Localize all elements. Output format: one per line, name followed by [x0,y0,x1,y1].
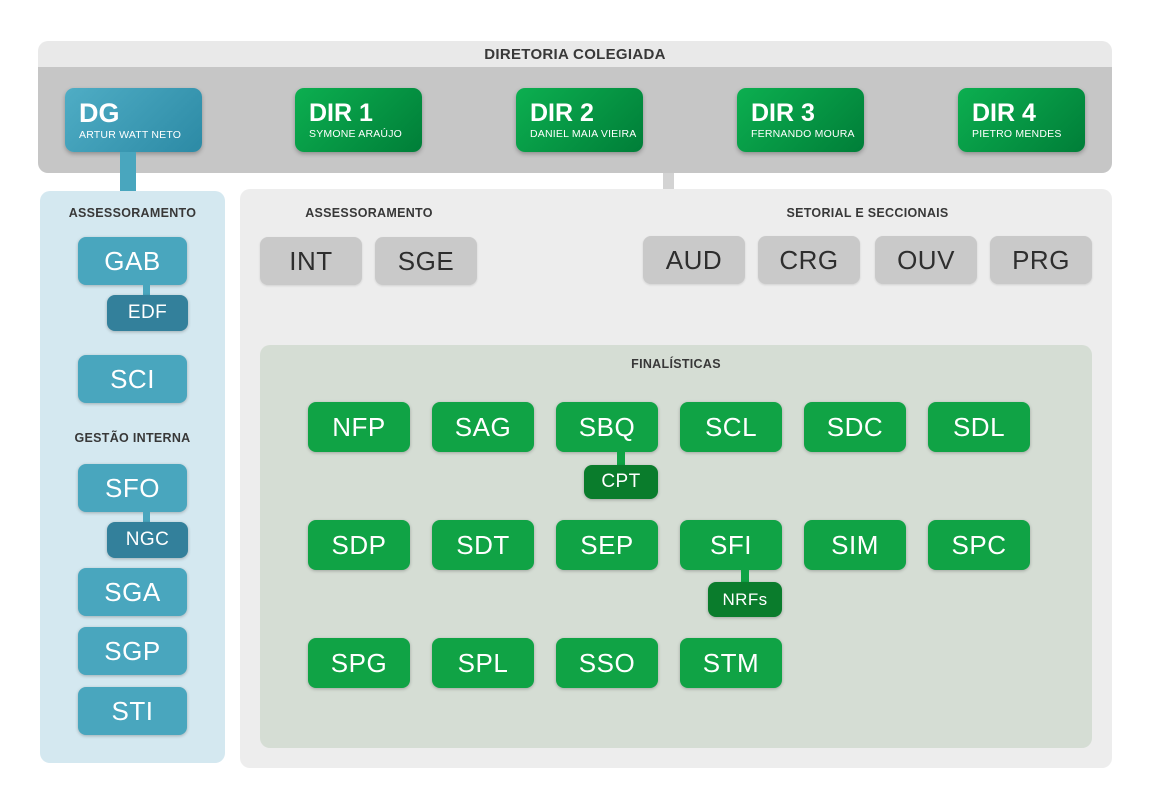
node-prg: PRG [990,236,1092,284]
node-int: INT [260,237,362,285]
node-sdp: SDP [308,520,410,570]
finalisticas-label: FINALÍSTICAS [631,357,721,371]
node-scl: SCL [680,402,782,452]
node-dir1-code: DIR 1 [309,98,373,127]
node-gab: GAB [78,237,187,285]
node-dir1: DIR 1 SYMONE ARAÚJO [295,88,422,152]
node-dir3-name: FERNANDO MOURA [751,128,855,141]
node-sim: SIM [804,520,906,570]
node-crg: CRG [758,236,860,284]
node-sfo: SFO [78,464,187,512]
node-dg-code: DG [79,97,120,128]
dg-column: ASSESSORAMENTO GAB EDF SCI GESTÃO INTERN… [40,191,225,763]
gestao-interna-label: GESTÃO INTERNA [74,431,191,445]
node-sdc: SDC [804,402,906,452]
node-ouv: OUV [875,236,977,284]
node-sep: SEP [556,520,658,570]
node-dir3-code: DIR 3 [751,98,815,127]
node-aud: AUD [643,236,745,284]
node-sbq: SBQ [556,402,658,452]
panel-assessoramento-label: ASSESSORAMENTO [305,206,433,220]
connector-gab-edf [143,285,150,297]
node-dir2-code: DIR 2 [530,98,594,127]
board-title: DIRETORIA COLEGIADA [38,41,1112,67]
node-spl: SPL [432,638,534,688]
connector-dg-column [120,152,136,192]
node-spc: SPC [928,520,1030,570]
node-edf: EDF [107,295,188,331]
node-dir4-code: DIR 4 [972,98,1036,127]
node-spg: SPG [308,638,410,688]
node-sdl: SDL [928,402,1030,452]
connector-sfi-nrfs [741,570,749,584]
node-sga: SGA [78,568,187,616]
node-sti: STI [78,687,187,735]
connector-sbq-cpt [617,452,625,467]
node-dir1-name: SYMONE ARAÚJO [309,128,403,141]
node-nfp: NFP [308,402,410,452]
node-dir4: DIR 4 PIETRO MENDES [958,88,1085,152]
node-cpt: CPT [584,465,658,499]
node-sfi: SFI [680,520,782,570]
node-stm: STM [680,638,782,688]
node-dir2: DIR 2 DANIEL MAIA VIEIRA [516,88,643,152]
connector-board-panel [663,173,674,190]
finalisticas-panel: FINALÍSTICAS NFP SAG SBQ SCL SDC SDL CPT… [260,345,1092,748]
node-ngc: NGC [107,522,188,558]
node-sci: SCI [78,355,187,403]
node-dg-name: ARTUR WATT NETO [79,129,182,142]
node-sdt: SDT [432,520,534,570]
node-sgp: SGP [78,627,187,675]
node-dg: DG ARTUR WATT NETO [65,88,202,152]
assessoramento-label: ASSESSORAMENTO [68,206,197,220]
node-sso: SSO [556,638,658,688]
node-sag: SAG [432,402,534,452]
node-dir2-name: DANIEL MAIA VIEIRA [530,128,637,141]
connector-sfo-ngc [143,512,150,524]
directors-panel: ASSESSORAMENTO INT SGE SETORIAL E SECCIO… [240,189,1112,768]
node-nrfs: NRFs [708,582,782,617]
node-sge: SGE [375,237,477,285]
node-dir4-name: PIETRO MENDES [972,128,1062,141]
node-dir3: DIR 3 FERNANDO MOURA [737,88,864,152]
setorial-label: SETORIAL E SECCIONAIS [786,206,949,220]
